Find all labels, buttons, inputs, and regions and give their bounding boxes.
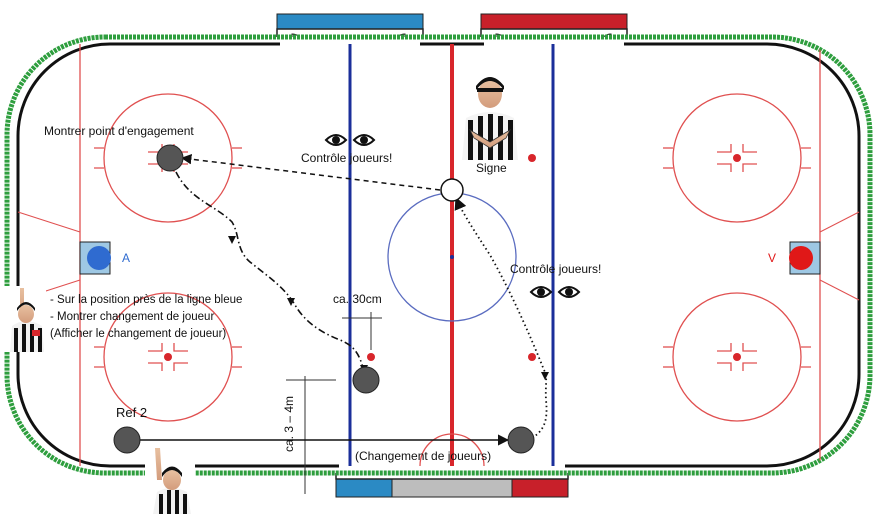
- note-line-3: (Afficher le changement de joueur): [50, 328, 226, 340]
- neutral-dot: [528, 353, 536, 361]
- referee-left-image: [2, 286, 46, 352]
- rink-boards-inner: [18, 44, 859, 466]
- note-line-1: - Sur la position près de la ligne bleue: [50, 294, 242, 306]
- player-change-label: (Changement de joueurs): [355, 449, 491, 463]
- control-players-top-label: Contrôle joueurs!: [301, 151, 392, 165]
- note-line-2: - Montrer changement de joueur: [50, 311, 214, 323]
- neutral-dot: [528, 154, 536, 162]
- team-a-label: A: [122, 251, 130, 265]
- control-players-right-label: Contrôle joueurs!: [510, 262, 601, 276]
- ref2-label: Ref 2: [116, 405, 147, 420]
- measure-3-4m-label: ca. 3 – 4m: [282, 396, 296, 452]
- team-v-goal-marker: [789, 246, 813, 270]
- neutral-dot: [367, 353, 375, 361]
- signe-label: Signe: [476, 161, 507, 175]
- measure-30cm-label: ca. 30cm: [333, 292, 382, 306]
- team-a-goal-marker: [87, 246, 111, 270]
- team-v-label: V: [768, 251, 776, 265]
- signal-position-circle: [441, 179, 463, 201]
- faceoff-label: Montrer point d'engagement: [44, 124, 194, 138]
- referee-bottom-image: [145, 446, 195, 514]
- referee-signal-image: [456, 68, 524, 160]
